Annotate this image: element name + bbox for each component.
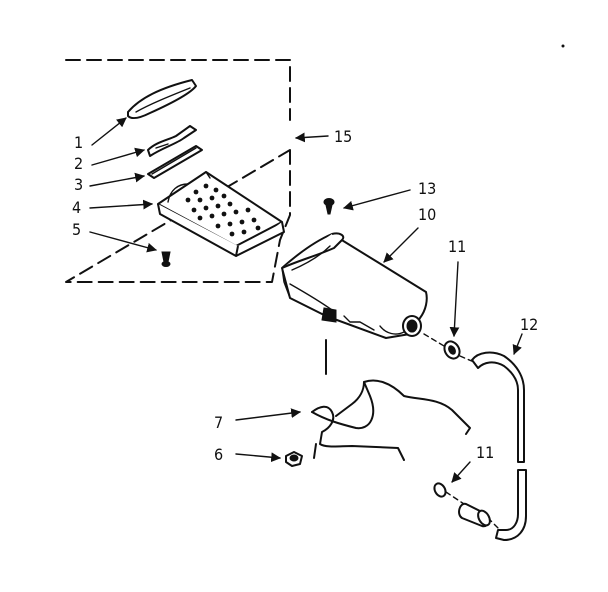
dashed-link-upper [423,333,445,347]
callout-4: 4 [72,198,81,217]
part-2-spring-clip [147,125,197,157]
part-3-rod [147,145,203,179]
part-4-grid-tray [157,171,285,257]
leader-lines [89,117,523,483]
callout-13: 13 [418,179,436,198]
stray-dot [561,44,565,48]
callout-7: 7 [214,413,223,432]
tray-holes [185,183,261,237]
kit-dashed-border [65,59,291,283]
part-5-screw [161,251,171,267]
callout-12: 12 [520,315,538,334]
callout-6: 6 [214,445,223,464]
part-7-wire-rod [311,379,471,461]
part-10-housing [281,232,428,339]
callout-11-lower: 11 [476,443,494,462]
part-13-screw [323,198,335,215]
callout-15: 15 [334,127,352,146]
callout-5: 5 [72,220,81,239]
part-12-tube [471,351,527,541]
callout-10: 10 [418,205,436,224]
callout-2: 2 [74,154,83,173]
callout-11-upper: 11 [448,237,466,256]
part-1-handle [127,79,197,120]
part-11-seal-upper [443,340,461,360]
callout-3: 3 [74,175,83,194]
callout-labels: 1 2 3 4 5 15 13 10 11 12 7 6 11 [72,127,538,464]
part-11-seal-lower [433,482,447,498]
part-11-coupling [458,502,491,528]
callout-1: 1 [74,133,83,152]
part-6-bushing [285,451,303,467]
dashed-link-lower [445,491,465,505]
